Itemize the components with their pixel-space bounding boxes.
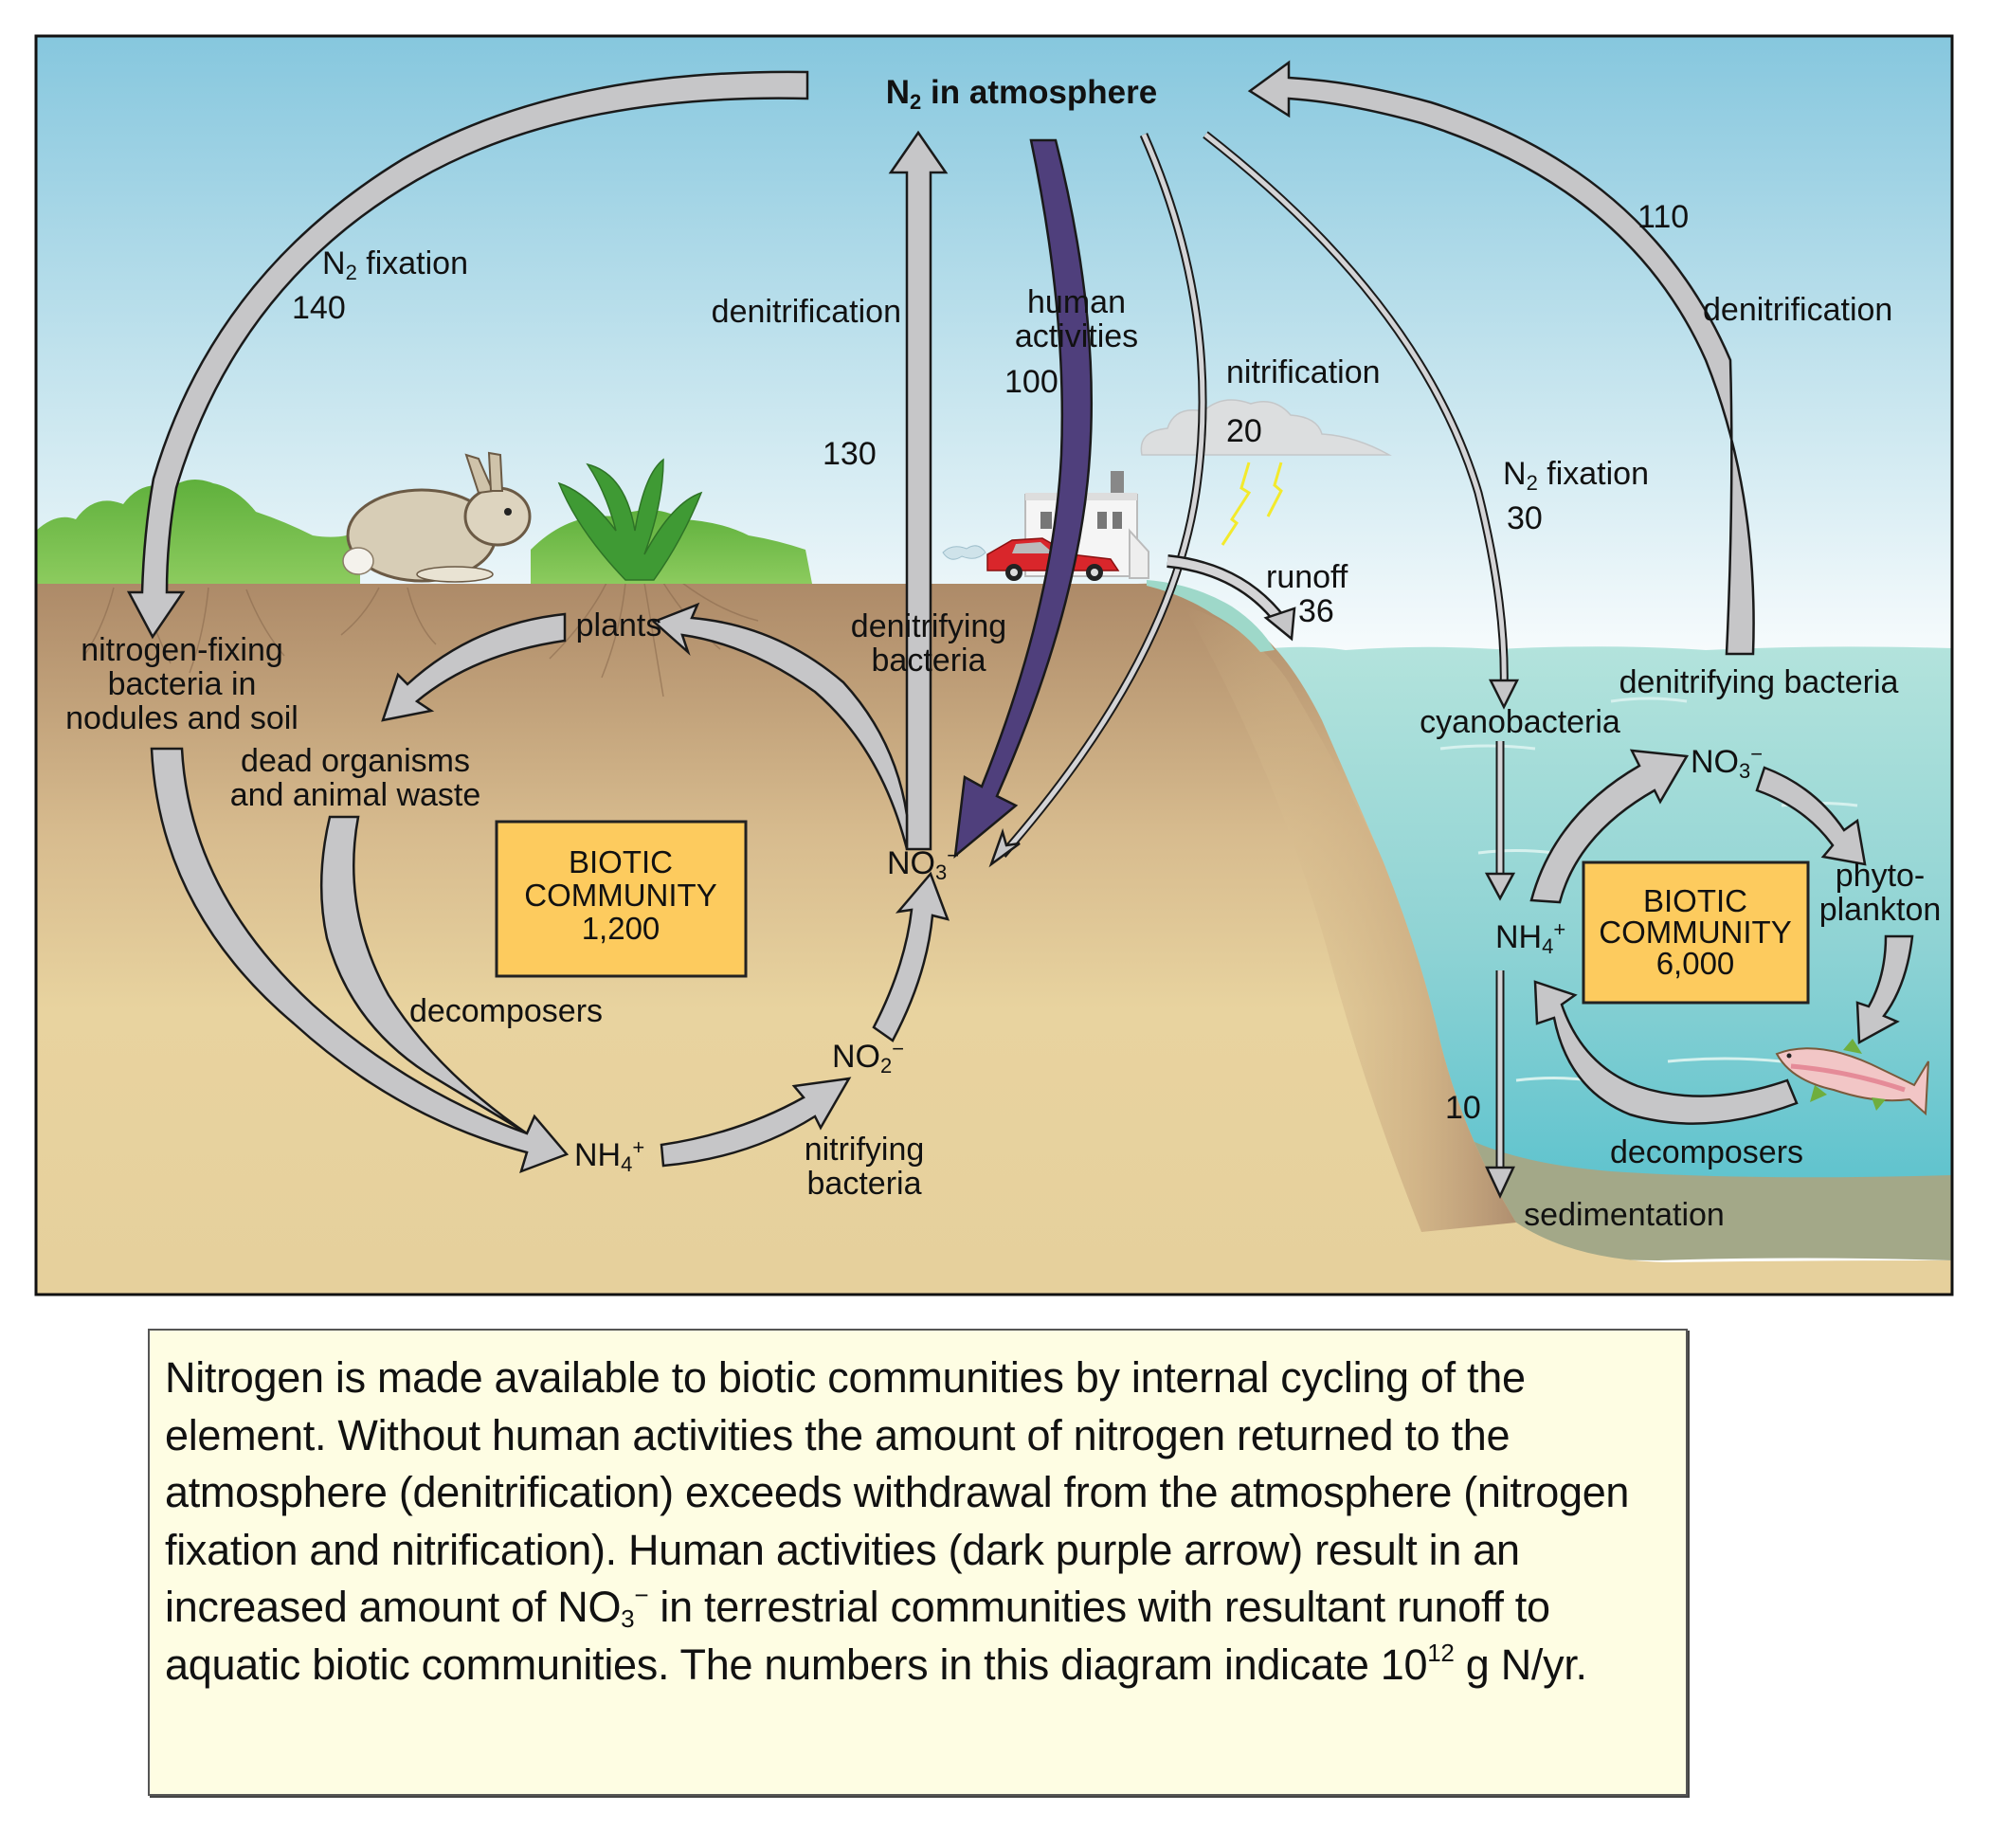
arrow-n2-fixation-water-core (1203, 133, 1507, 693)
biotic-water-line2: COMMUNITY (1599, 915, 1791, 950)
label-human-activities-1: human (1027, 284, 1126, 320)
arrow-runoff-core (1167, 556, 1285, 625)
sediment (1421, 1109, 1952, 1260)
label-decomposers-water: decomposers (1610, 1134, 1803, 1170)
label-denitrifying-bacteria-land-2: bacteria (872, 643, 986, 679)
bushes (36, 480, 360, 584)
arrow-runoff-head (1263, 607, 1296, 642)
arrow-no3-to-phyto (1755, 766, 1867, 866)
arrow-dead-to-nh4 (319, 815, 528, 1135)
label-nh4-land: NH4+ (574, 1135, 644, 1176)
label-nitrogen-fixing-3: nodules and soil (65, 700, 298, 736)
arrow-nitrification-core (1001, 133, 1205, 857)
arrow-no2-to-no3 (872, 871, 950, 1042)
arrow-n2-fixation-water-head (1488, 679, 1520, 710)
value-denitrification-land: 130 (823, 436, 877, 472)
label-runoff: runoff (1266, 559, 1348, 595)
biotic-water-line1: BIOTIC (1643, 883, 1747, 918)
label-phytoplankton-2: plankton (1819, 892, 1942, 928)
label-no2-land: NO2− (832, 1037, 904, 1078)
label-nitrogen-fixing-1: nitrogen-fixing (81, 632, 283, 668)
label-denitrification-water: denitrification (1703, 292, 1892, 328)
arrow-nh4-to-no2 (660, 1077, 852, 1168)
title-n2-in-atmosphere: N2 in atmosphere (886, 74, 1157, 114)
biotic-land-line2: COMMUNITY (524, 878, 716, 913)
value-nitrification: 20 (1226, 413, 1262, 449)
arrow-nitrification-head (988, 827, 1021, 868)
arrow-cyano-to-nh4-head (1484, 872, 1516, 901)
label-n2-fixation-water: N2 fixation (1503, 456, 1649, 495)
biotic-community-box-land (495, 820, 748, 978)
arrow-human-activities (953, 138, 1094, 859)
label-nitrifying-bacteria-2: bacteria (807, 1166, 922, 1202)
label-decomposers-land: decomposers (409, 993, 603, 1029)
arrow-nh4-to-no3-water (1529, 749, 1690, 904)
label-denitrifying-bacteria-water: denitrifying bacteria (1619, 664, 1899, 700)
diagram-frame (34, 34, 1954, 1296)
label-nh4-water: NH4+ (1495, 917, 1565, 958)
label-nitrifying-bacteria-1: nitrifying (805, 1132, 925, 1168)
shore-algae (1147, 580, 1275, 652)
caption-text: Nitrogen is made available to biotic com… (165, 1353, 1630, 1689)
arrow-fixing-to-nh4 (150, 747, 570, 1174)
biotic-land-line1: BIOTIC (569, 844, 673, 879)
land (36, 583, 1952, 1295)
arrow-denitrification-water (1247, 60, 1755, 656)
arrow-n2-fixation-land (126, 70, 809, 640)
plant-illustration (557, 458, 703, 581)
label-dead-organisms-2: and animal waste (230, 777, 481, 813)
label-nitrification: nitrification (1226, 354, 1381, 390)
arrow-plants-to-dead (381, 612, 567, 722)
value-sedimentation: 10 (1445, 1090, 1481, 1126)
biotic-land-value: 1,200 (582, 911, 660, 946)
label-no3-water: NO3− (1691, 742, 1763, 783)
value-n2-fixation-land: 140 (292, 290, 346, 326)
biotic-community-box-water (1582, 861, 1810, 1005)
biotic-water-value: 6,000 (1656, 946, 1735, 981)
arrow-no3-to-plants (651, 602, 909, 850)
label-denitrification-land: denitrification (712, 294, 901, 330)
arrow-sedimentation-head (1485, 1166, 1515, 1199)
cliff-shade (1185, 607, 1516, 1232)
label-cyanobacteria: cyanobacteria (1420, 704, 1620, 740)
caption-box: Nitrogen is made available to biotic com… (148, 1329, 1688, 1796)
label-no3-land: NO3− (887, 843, 959, 884)
value-runoff: 36 (1298, 593, 1334, 629)
label-human-activities-2: activities (1015, 318, 1138, 354)
arrow-denitrification-land (888, 130, 949, 851)
label-n2-fixation-land: N2 fixation (322, 245, 468, 284)
label-sedimentation: sedimentation (1524, 1197, 1725, 1233)
label-phytoplankton-1: phyto- (1836, 858, 1926, 894)
value-n2-fixation-water: 30 (1507, 500, 1543, 536)
arrow-phyto-to-fish (1855, 934, 1914, 1045)
arrow-fish-to-nh4 (1533, 980, 1799, 1125)
rabbit-illustration (342, 451, 532, 583)
label-plants: plants (576, 607, 662, 643)
label-denitrifying-bacteria-land-1: denitrifying (851, 608, 1006, 644)
value-denitrification-water: 110 (1637, 199, 1689, 235)
fish-illustration (1775, 1039, 1929, 1116)
label-nitrogen-fixing-2: bacteria in (108, 666, 257, 702)
label-dead-organisms-1: dead organisms (241, 743, 470, 779)
lightning-illustration (1221, 462, 1283, 546)
value-human-activities: 100 (1004, 364, 1058, 400)
